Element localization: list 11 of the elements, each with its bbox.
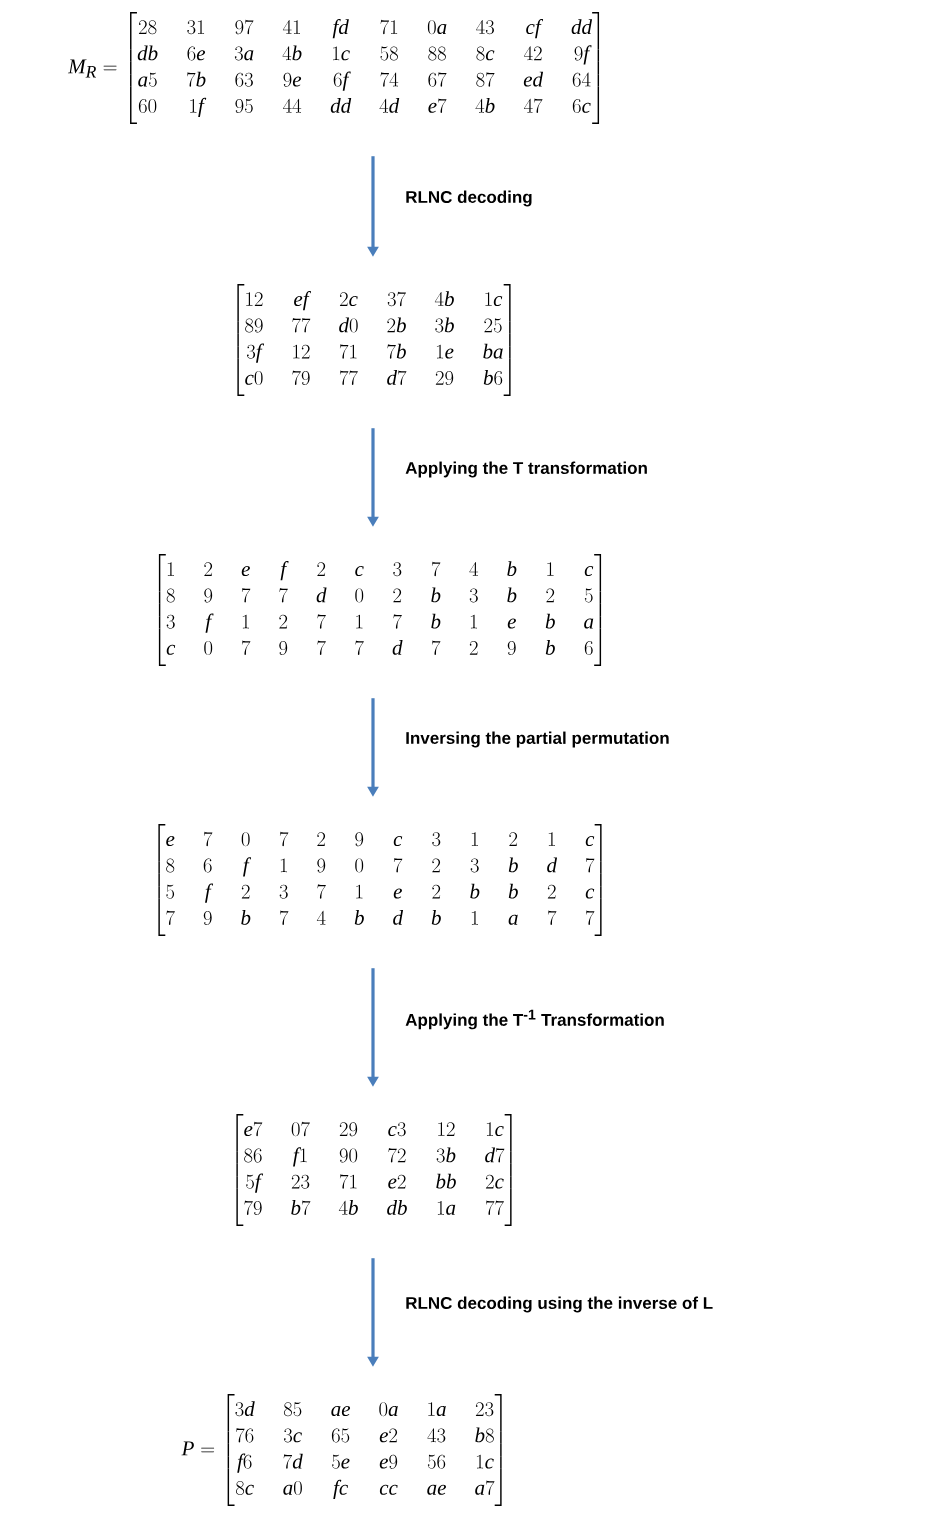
- matrix: $\begin{bmatrix} 1 & 2 & e & f & 2 & c & 3 & 7 & 4 & b & 1 & c \\ 8 & 9 & 7 & 7 & d & 0 & 2 & b & 3 & b & 2 & 5 \\ 3 & f & 1 & 2 & 7 & 1 & 7 & b & 1 & e & b & a \\ c & 0 & 7 & 9 & 7 & 7 & d & 7 & 2 & 9 & b & 6 \end{bmatrix}$: [158, 554, 602, 666]
- matrix: $\begin{bmatrix} e & 7 & 0 & 7 & 2 & 9 & c & 3 & 1 & 2 & 1 & c \\ 8 & 6 & f & 1 & 9 & 0 & 7 & 2 & 3 & b & d & 7 \\ 5 & f & 2 & 3 & 7 & 1 & e & 2 & b & b & 2 & c \\ 7 & 9 & b & 7 & 4 & b & d & b & 1 & a & 7 & 7 \end{bmatrix}$: [158, 824, 602, 936]
- matrix: $\begin{bmatrix} e7 & 07 & 29 & c3 & 12 & 1c \\ 86 & f1 & 90 & 72 & 3b & d7 \\ 5f & 23 & 71 & e2 & bb & 2c \\ 79 & b7 & 4b & db & 1a & 77 \end{bmatrix}$: [236, 1114, 512, 1226]
- matrix: $P = \begin{bmatrix} 3d & 85 & ae & 0a & 1a & 23 \\ 76 & 3c & 65 & e2 & 43 & b8 \\ f6 & 7d & 5e & e9 & 56 & 1c \\ 8c & a0 & fc & cc & ae & a7 \end{bmatrix}$: [181, 1394, 502, 1506]
- edge-label: Inversing the partial permutation: [406, 731, 669, 748]
- edge-label: Applying the T$^{-1}$ Transformation: [405, 1009, 664, 1030]
- edge-label: RLNC decoding using the inverse of L: [406, 1296, 713, 1313]
- matrix: $M_R = \begin{bmatrix} 28 & 31 & 97 & 41 & fd & 71 & 0a & 43 & cf & dd \\ db & 6e & 3a & 4b & 1c & 58 & 88 & 8c & 42 & 9f \\ a5 & 7b & 63 & 9e & 6f & 74 & 67 & 87 & ed & 64 \\ 60 & 1f & 95 & 44 & dd & 4d & e7 & 4b & 47 & 6c \end{bmatrix}$: [67, 12, 600, 124]
- matrix: $\begin{bmatrix} 12 & ef & 2c & 37 & 4b & 1c \\ 89 & 77 & d0 & 2b & 3b & 25 \\ 3f & 12 & 71 & 7b & 1e & ba \\ c0 & 79 & 77 & d7 & 29 & b6 \end{bmatrix}$: [237, 284, 511, 396]
- edge-label: RLNC decoding: [406, 190, 532, 207]
- edge-label: Applying the T transformation: [405, 461, 647, 478]
